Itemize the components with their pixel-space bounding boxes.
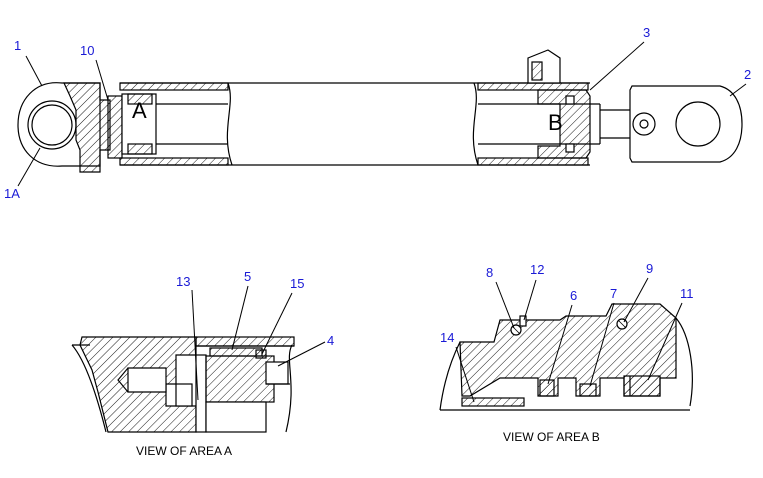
callout-12: 12	[530, 262, 544, 277]
area-b-wiper-14	[461, 397, 525, 407]
callout-14: 14	[440, 330, 454, 345]
callout-4: 4	[327, 333, 334, 348]
area-b-seal-7	[579, 383, 597, 397]
callout-1: 1	[14, 38, 21, 53]
area-a-callouts: 13 5 15 4 VIEW OF AREA A	[136, 269, 334, 458]
rod-gland	[537, 89, 591, 159]
callout-1A: 1A	[4, 186, 20, 201]
caption-view-b: VIEW OF AREA B	[503, 430, 600, 444]
view-area-a	[71, 336, 295, 433]
callout-15: 15	[290, 276, 304, 291]
barrel-top-wall	[119, 82, 229, 91]
callout-2: 2	[744, 67, 751, 82]
cylinder-assembly: A B	[17, 49, 743, 173]
main-callouts: 1 1A 10 3 2	[4, 25, 751, 201]
barrel-bottom-wall-right	[477, 157, 589, 166]
callout-5: 5	[244, 269, 251, 284]
piston-10	[107, 95, 123, 159]
callout-7: 7	[610, 286, 617, 301]
area-a-barrel-wall	[195, 336, 295, 347]
area-a-seal-15	[255, 349, 267, 359]
callout-6: 6	[570, 288, 577, 303]
callout-9: 9	[646, 261, 653, 276]
area-a-wear-ring-5	[209, 347, 263, 357]
area-a-piston	[205, 355, 275, 403]
barrel-bottom-wall	[119, 157, 229, 166]
callout-11: 11	[680, 286, 694, 301]
head-end-section	[63, 82, 111, 173]
area-b-letter: B	[548, 110, 563, 135]
area-b-callouts: 8 12 6 7 9 11 14 VIEW OF AREA B	[440, 261, 694, 444]
callout-8: 8	[486, 265, 493, 280]
rod-end-eye	[629, 85, 743, 163]
callout-3: 3	[643, 25, 650, 40]
view-area-b	[439, 303, 693, 411]
barrel-top-wall-right	[477, 82, 589, 91]
head-end-bearing-inner	[31, 104, 73, 146]
area-a-letter: A	[132, 98, 147, 123]
area-b-seal-11	[623, 375, 661, 397]
callout-13: 13	[176, 274, 190, 289]
callout-10: 10	[80, 43, 94, 58]
area-b-seal-6	[539, 379, 555, 397]
caption-view-a: VIEW OF AREA A	[136, 444, 232, 458]
